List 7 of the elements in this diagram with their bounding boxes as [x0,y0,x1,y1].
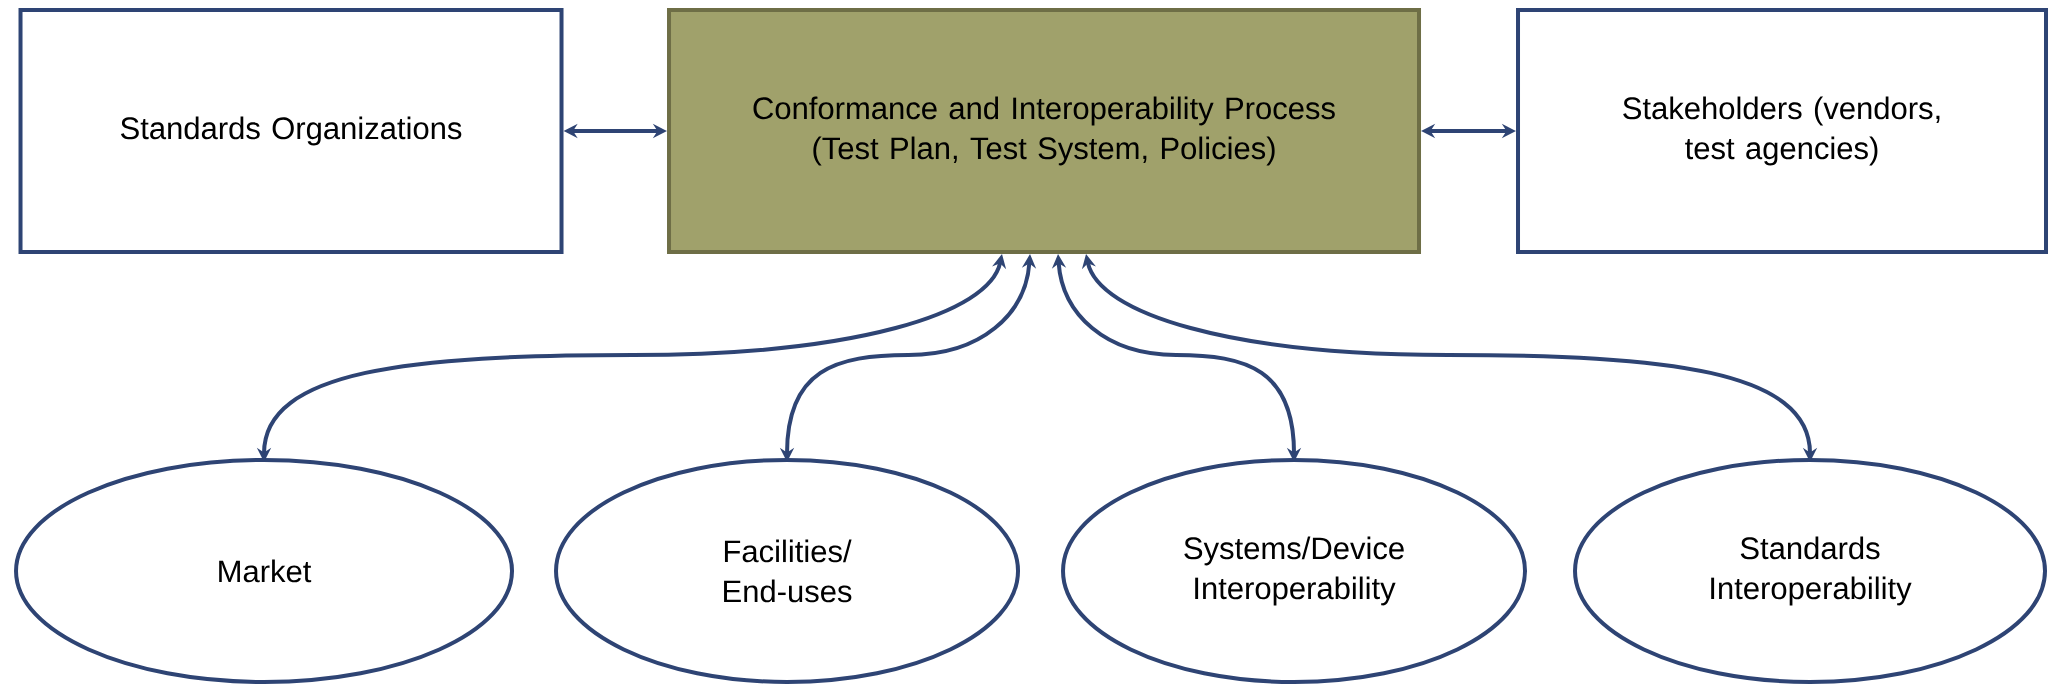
entity-box: Stakeholders (vendors, test agencies) [1516,8,2048,254]
ellipse-node: Market [14,458,514,684]
ellipse-node: Facilities/ End-uses [554,458,1020,684]
entity-box: Standards Organizations [18,8,564,254]
process-box: Conformance and Interoperability Process (Test Plan, Test System, Policies) [667,8,1421,254]
ellipse-node: Systems/Device Interoperability [1061,458,1527,684]
ellipse-node: Standards Interoperability [1573,458,2047,684]
